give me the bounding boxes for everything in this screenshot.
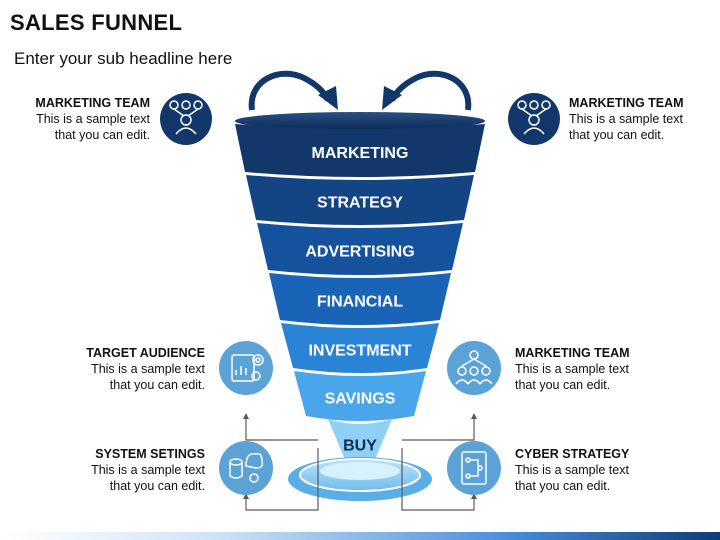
team-marketing-icon-left — [160, 93, 212, 145]
callout-text: that you can edit. — [109, 479, 205, 493]
funnel-rim — [235, 112, 485, 130]
funnel-layers: MARKETING STRATEGY ADVERTISING FINANCIAL INV… — [235, 112, 485, 467]
callout-heading: SYSTEM SETINGS — [95, 447, 205, 461]
callout-bottom-left: SYSTEM SETINGS This is a sample text tha… — [60, 446, 205, 494]
callout-heading: MARKETING TEAM — [35, 96, 150, 110]
funnel-stage-label: MARKETING — [312, 145, 409, 162]
funnel-stage-buy — [328, 419, 392, 467]
funnel-base-inner — [320, 462, 400, 480]
left-curved-arrowhead — [318, 86, 338, 110]
callout-mid-left: TARGET AUDIENCE This is a sample text th… — [60, 345, 205, 393]
callout-text: This is a sample text — [36, 112, 150, 126]
callout-text: that you can edit. — [515, 378, 611, 392]
callout-text: that you can edit. — [109, 378, 205, 392]
funnel-stage-label: STRATEGY — [317, 195, 403, 212]
bottom-accent-bar — [0, 532, 720, 540]
system-settings-icon — [219, 441, 273, 495]
funnel-stage-label: BUY — [343, 438, 377, 455]
page-subtitle: Enter your sub headline here — [14, 49, 233, 68]
callout-top-left: MARKETING TEAM This is a sample text tha… — [10, 95, 150, 143]
callout-text: This is a sample text — [91, 463, 205, 477]
funnel-stage-financial — [269, 273, 451, 325]
funnel-stage-savings — [294, 371, 426, 421]
callout-heading: MARKETING TEAM — [569, 96, 684, 110]
callout-text: This is a sample text — [91, 362, 205, 376]
cyber-strategy-icon — [447, 441, 501, 495]
funnel-stage-marketing — [235, 124, 485, 177]
funnel-stage-label: ADVERTISING — [305, 244, 414, 261]
callout-text: This is a sample text — [515, 463, 629, 477]
connector-lines — [243, 413, 477, 511]
team-marketing-icon-right — [508, 93, 560, 145]
connector-cyber-strategy — [401, 448, 477, 511]
left-curved-arrow — [248, 70, 331, 111]
funnel-stage-advertising — [257, 223, 463, 275]
team-network-icon — [447, 341, 501, 395]
callout-heading: MARKETING TEAM — [515, 346, 630, 360]
right-curved-arrow — [389, 70, 472, 111]
funnel-stage-label: FINANCIAL — [317, 294, 403, 311]
page-title: SALES FUNNEL — [10, 10, 183, 35]
callout-bottom-right: CYBER STRATEGY This is a sample text tha… — [515, 446, 660, 494]
callout-text: that you can edit. — [569, 128, 665, 142]
target-audience-icon — [219, 341, 273, 395]
connector-system-settings — [243, 448, 319, 511]
callout-heading: TARGET AUDIENCE — [86, 346, 205, 360]
callout-text: This is a sample text — [569, 112, 683, 126]
funnel-stage-label: SAVINGS — [325, 391, 396, 408]
funnel-stage-strategy — [246, 175, 474, 225]
connector-target-audience — [243, 413, 318, 441]
callout-text: that you can edit. — [515, 479, 611, 493]
right-curved-arrowhead — [382, 86, 402, 110]
callout-heading: CYBER STRATEGY — [515, 447, 630, 461]
callout-mid-right: MARKETING TEAM This is a sample text tha… — [515, 345, 660, 393]
connector-marketing-team — [402, 413, 477, 441]
callout-text: This is a sample text — [515, 362, 629, 376]
callout-text: that you can edit. — [54, 128, 150, 142]
funnel-stage-investment — [281, 323, 439, 373]
callout-top-right: MARKETING TEAM This is a sample text tha… — [569, 95, 714, 143]
funnel-stage-label: INVESTMENT — [308, 343, 411, 360]
